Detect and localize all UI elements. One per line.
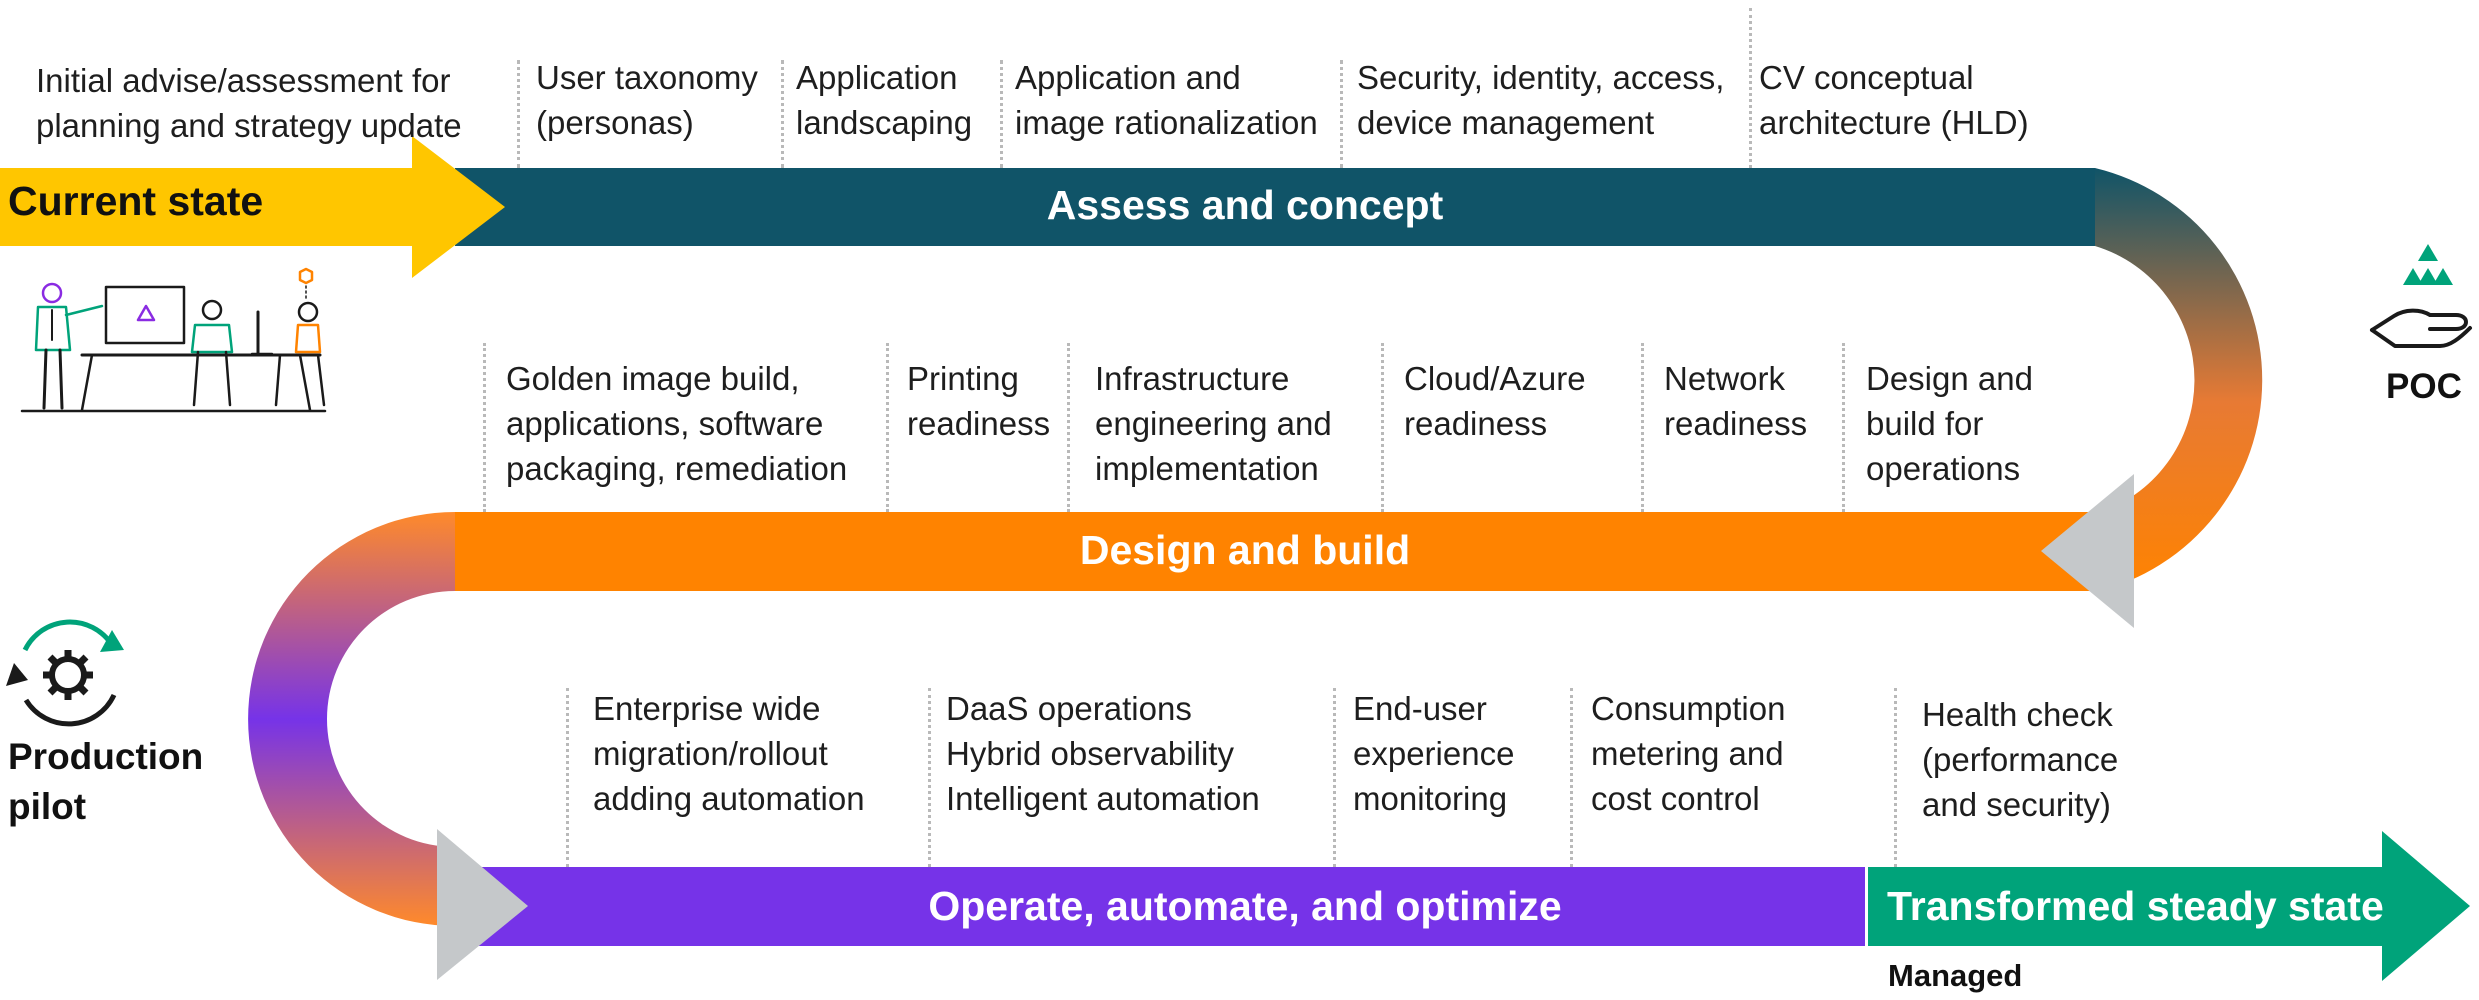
operate-step: DaaS operations Hybrid observability Int… — [946, 690, 1260, 817]
assess-step: Application landscaping — [796, 59, 973, 141]
assess-step: CV conceptual architecture (HLD) — [1759, 59, 2029, 141]
divider — [928, 688, 931, 867]
operate-step: Enterprise wide migration/rollout adding… — [593, 690, 865, 817]
divider — [1340, 60, 1343, 168]
divider — [1894, 688, 1897, 867]
assess-band-label: Assess and concept — [1046, 182, 1444, 228]
divider — [781, 60, 784, 168]
divider — [1842, 343, 1845, 512]
design-band-label: Design and build — [1079, 527, 1411, 573]
divider — [1000, 60, 1003, 168]
current-state-label: Current state — [8, 178, 264, 224]
operate-step: Health check (performance and security) — [1922, 696, 2119, 823]
transformed-arrow — [1868, 831, 2470, 981]
design-step: Printing readiness — [907, 360, 1051, 442]
transformed-label: Transformed steady state — [1887, 883, 2384, 929]
operate-step: End-user experience monitoring — [1353, 690, 1515, 817]
design-step: Cloud/Azure readiness — [1404, 360, 1586, 442]
design-step: Design and build for operations — [1866, 360, 2033, 487]
divider — [483, 343, 486, 512]
assess-step: Application and image rationalization — [1015, 59, 1318, 141]
divider — [1570, 688, 1573, 867]
current-state-arrow — [0, 136, 505, 278]
design-step: Golden image build, applications, softwa… — [506, 360, 848, 487]
design-entry-triangle — [2041, 474, 2134, 628]
assess-band — [455, 168, 2095, 246]
assess-step: Initial advise/assessment for planning a… — [36, 62, 462, 144]
design-band — [455, 512, 2095, 591]
divider — [1749, 8, 1752, 168]
hand-with-triangles-icon — [2370, 244, 2472, 348]
design-step: Infrastructure engineering and implement… — [1095, 360, 1332, 487]
right-turn-arc — [2095, 168, 2263, 592]
divider — [1333, 688, 1336, 867]
divider — [517, 60, 520, 168]
gear-cycle-icon — [6, 619, 124, 727]
divider — [566, 688, 569, 867]
assess-step: Security, identity, access, device manag… — [1357, 59, 1725, 141]
divider — [886, 343, 889, 512]
divider — [1381, 343, 1384, 512]
design-step: Network readiness — [1664, 360, 1808, 442]
divider — [1641, 343, 1644, 512]
assess-step: User taxonomy (personas) — [536, 59, 758, 141]
operate-entry-triangle — [437, 829, 528, 980]
office-team-illustration-icon — [20, 267, 327, 413]
managed-label: Managed — [1888, 958, 2023, 993]
poc-label: POC — [2386, 367, 2462, 406]
left-turn-arc — [248, 512, 455, 926]
operate-band-label: Operate, automate, and optimize — [928, 883, 1562, 929]
divider — [1067, 343, 1070, 512]
operate-band — [455, 867, 1865, 946]
operate-step: Consumption metering and cost control — [1591, 690, 1786, 817]
production-pilot-label: Production pilot — [8, 736, 204, 827]
